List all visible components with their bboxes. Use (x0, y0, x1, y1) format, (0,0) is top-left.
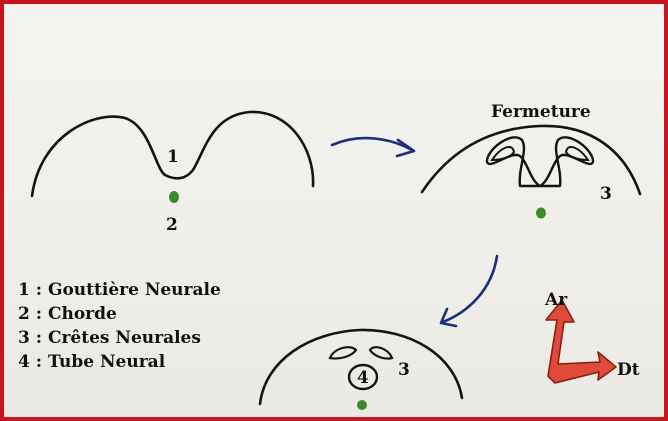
flow-arrow-1 (332, 138, 414, 156)
crest-left (492, 147, 514, 160)
stage2-closure: Fermeture 3 (422, 102, 640, 219)
legend: 1 : Gouttière Neurale 2 : Chorde 3 : Crê… (18, 278, 221, 374)
stage1-number: 1 (167, 147, 179, 167)
chorde-dot (169, 191, 179, 203)
closing-folds (487, 137, 593, 186)
flow-arrow-2 (441, 256, 497, 326)
stage1-neural-groove: 1 2 (32, 112, 313, 235)
legend-item-2: 2 : Chorde (18, 302, 221, 326)
axis-right-label: Dt (617, 360, 640, 380)
stage2-number: 3 (600, 184, 612, 204)
fermeture-title: Fermeture (491, 102, 591, 122)
crest-right (566, 147, 588, 160)
tube-outline (260, 330, 462, 404)
axis-up-label: Ar (544, 290, 568, 310)
legend-item-3: 3 : Crêtes Neurales (18, 326, 221, 350)
stage3-neural-tube: 4 3 (260, 330, 462, 410)
chorde-number: 2 (166, 215, 178, 235)
crest-left-3 (330, 347, 356, 358)
legend-item-4: 4 : Tube Neural (18, 350, 221, 374)
stage3-crest-number: 3 (398, 360, 410, 380)
axis-arrow-icon (546, 300, 616, 383)
orientation-arrows: Ar Dt (544, 290, 640, 383)
legend-item-1: 1 : Gouttière Neurale (18, 278, 221, 302)
stage3-tube-number: 4 (357, 368, 369, 388)
crest-right-3 (370, 347, 392, 358)
chorde-dot-2 (536, 208, 546, 219)
chorde-dot-3 (357, 400, 367, 410)
